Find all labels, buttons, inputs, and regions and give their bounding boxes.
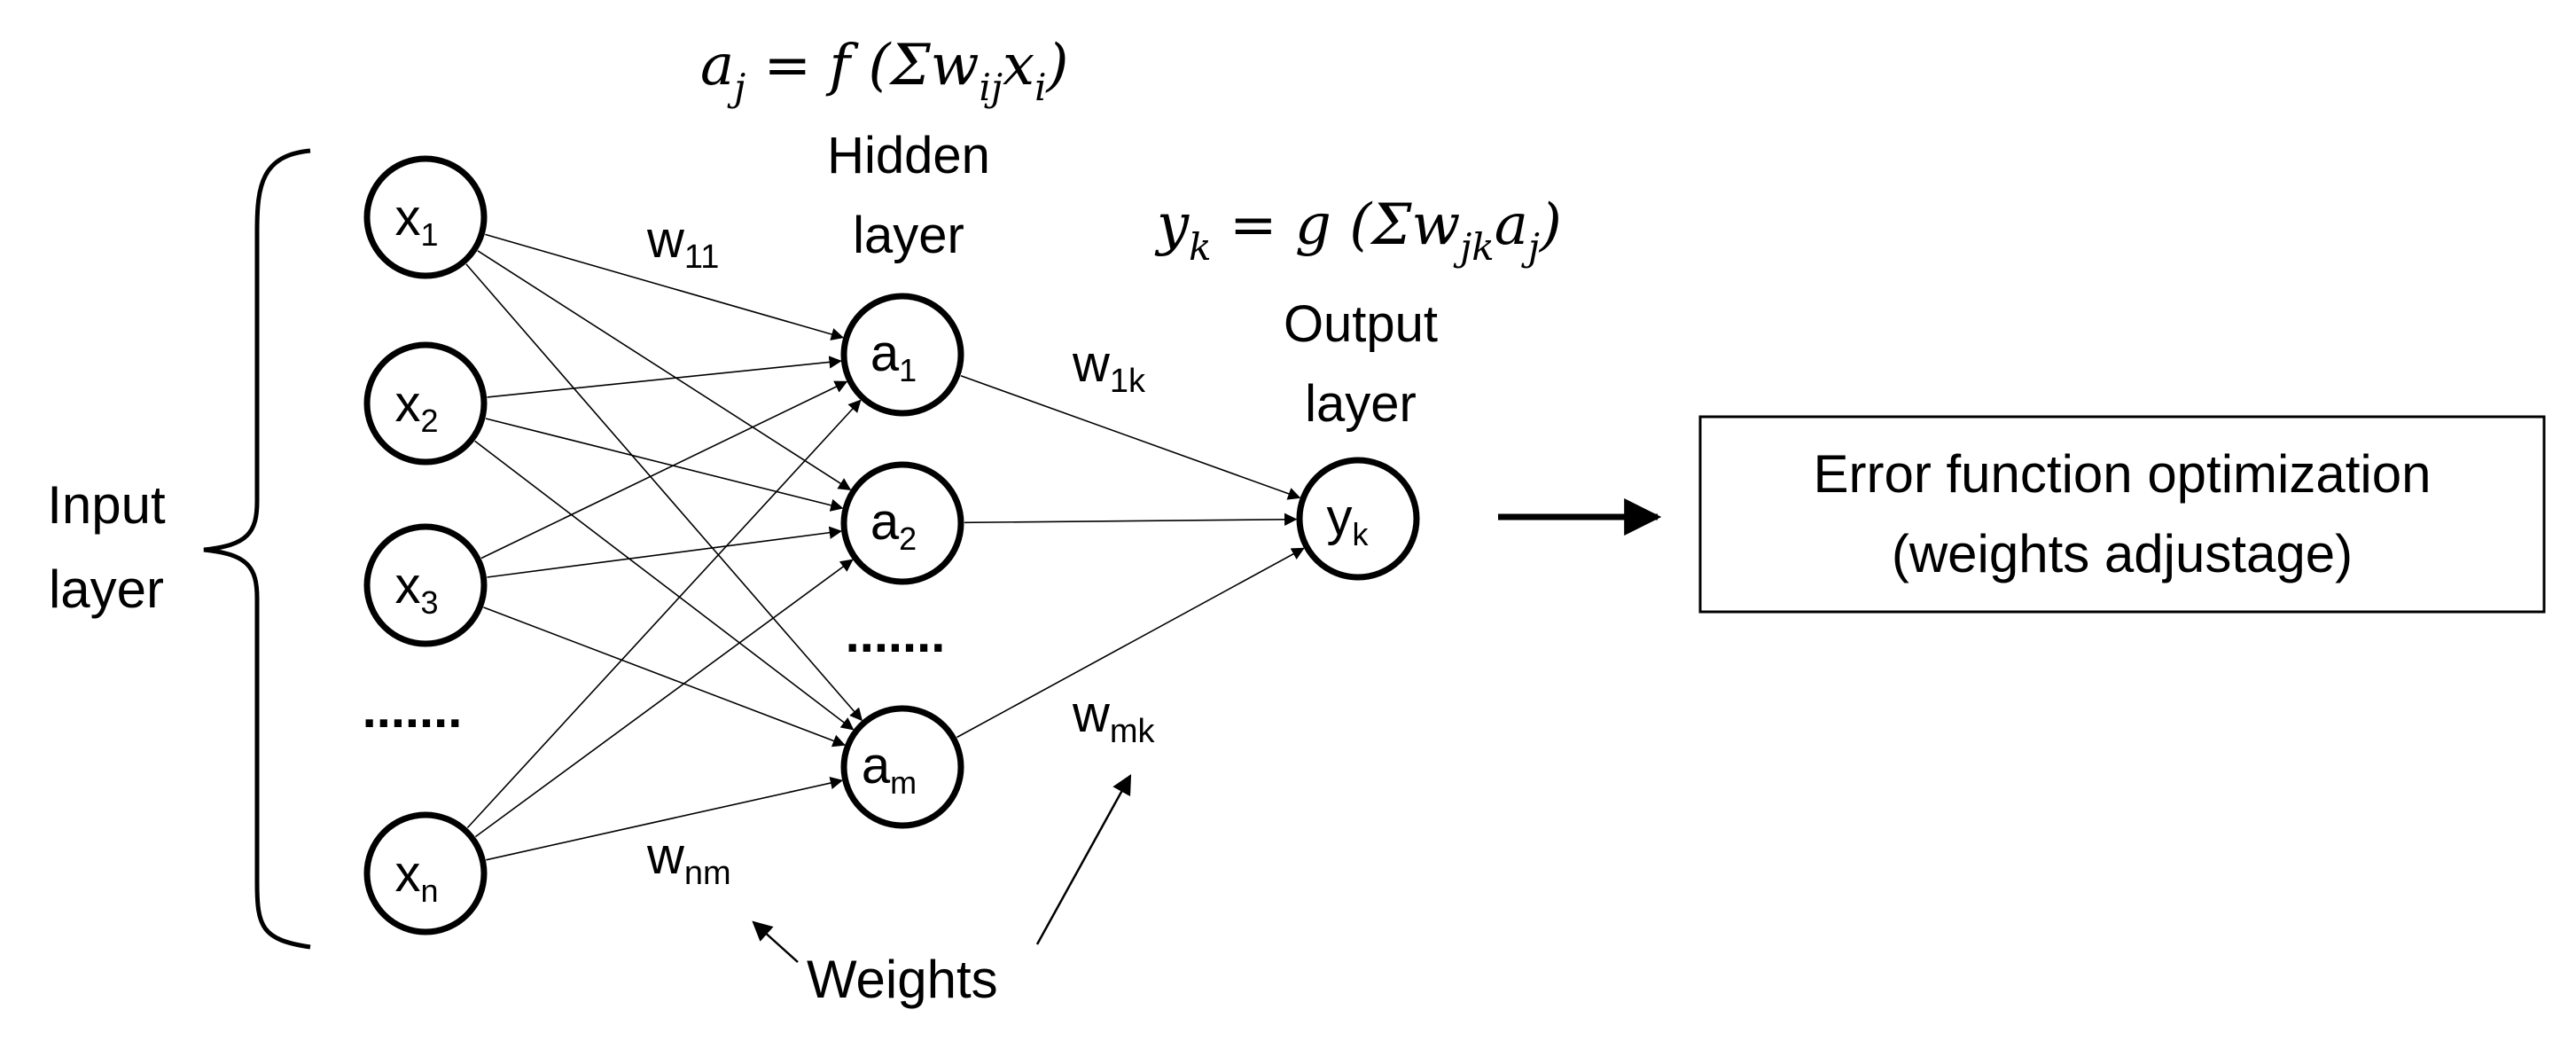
hidden-node-a1: a1 bbox=[840, 293, 964, 417]
edge-x3-am bbox=[483, 607, 846, 747]
svg-text:yk: yk bbox=[1327, 489, 1370, 552]
input-ellipsis: ....... bbox=[363, 681, 463, 739]
weight-label-wmk: wmk bbox=[1072, 685, 1156, 750]
edge-xn-a2 bbox=[474, 559, 854, 838]
edge-x2-a1 bbox=[487, 356, 842, 398]
weights-pointer-arrow-right bbox=[1035, 774, 1132, 945]
edge-x3-a1 bbox=[480, 380, 848, 560]
hidden-node-a2: a2 bbox=[840, 461, 964, 585]
edge-x1-a2 bbox=[477, 250, 852, 490]
edge-x1-a1 bbox=[485, 233, 845, 340]
svg-text:x3: x3 bbox=[394, 557, 438, 621]
optimization-box: Error function optimization (weights adj… bbox=[1698, 415, 2546, 614]
output-formula: yk = g (Σwjkaj) bbox=[1154, 192, 1562, 269]
edge-a1-yk bbox=[960, 374, 1301, 500]
weight-label-wnm: wnm bbox=[646, 827, 731, 892]
input-node-x3: x3 bbox=[363, 523, 488, 647]
input-node-xn: xn bbox=[363, 811, 488, 935]
edge-x1-am bbox=[465, 263, 863, 722]
weights-pointer-arrow-left bbox=[752, 920, 799, 963]
svg-text:a1: a1 bbox=[870, 325, 917, 388]
weight-label-w1k: w1k bbox=[1072, 335, 1146, 400]
output-layer-label-line2: layer bbox=[1305, 375, 1417, 433]
optimization-box-line1: Error function optimization bbox=[1814, 444, 2432, 504]
input-node-x1: x1 bbox=[363, 155, 488, 279]
input-layer-label-line1: Input bbox=[47, 475, 166, 535]
hidden-formula: aj = f (Σwijxi) bbox=[700, 33, 1069, 109]
edge-x2-am bbox=[474, 440, 855, 731]
edge-xn-a1 bbox=[466, 399, 862, 829]
hidden-node-am: am bbox=[840, 705, 964, 829]
edge-x3-a2 bbox=[487, 526, 843, 578]
input-node-x2: x2 bbox=[363, 341, 488, 466]
svg-text:x2: x2 bbox=[394, 375, 438, 439]
edge-x2-a2 bbox=[485, 418, 844, 512]
input-layer-brace bbox=[203, 148, 311, 950]
output-layer-label-line1: Output bbox=[1284, 295, 1438, 353]
weight-label-w11: w11 bbox=[646, 211, 719, 276]
optimization-box-line2: (weights adjustage) bbox=[1892, 524, 2353, 583]
hidden-layer-label-line1: Hidden bbox=[827, 127, 990, 184]
hidden-layer-label-line2: layer bbox=[853, 207, 964, 264]
edge-am-yk bbox=[956, 547, 1305, 739]
edge-xn-am bbox=[486, 776, 844, 861]
svg-text:x1: x1 bbox=[394, 189, 438, 253]
svg-text:am: am bbox=[862, 737, 917, 801]
edge-a2-yk bbox=[964, 513, 1298, 527]
hidden-ellipsis: ....... bbox=[846, 606, 946, 663]
output-node-yk: yk bbox=[1296, 457, 1420, 581]
svg-text:xn: xn bbox=[394, 845, 438, 909]
input-layer-label-line2: layer bbox=[49, 560, 164, 619]
connections bbox=[465, 233, 1305, 861]
svg-text:a2: a2 bbox=[870, 493, 917, 557]
weights-caption: Weights bbox=[807, 950, 998, 1009]
